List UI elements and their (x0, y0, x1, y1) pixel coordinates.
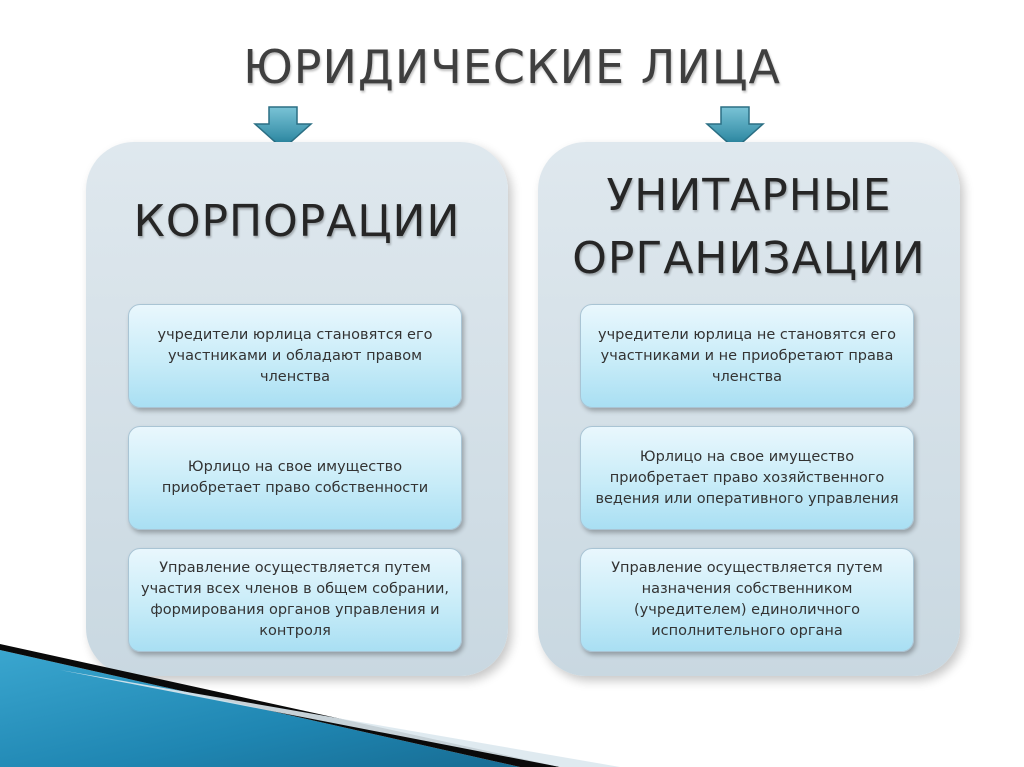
unitary-heading-line-2: ОРГАНИЗАЦИИ (572, 233, 926, 285)
card-text: Управление осуществляется путем назначен… (611, 560, 883, 639)
unitary-card-founders: учредители юрлица не становятся его учас… (580, 304, 914, 408)
corporations-panel: КОРПОРАЦИИ учредители юрлица становятся … (86, 142, 508, 676)
slide-title: ЮРИДИЧЕСКИЕ ЛИЦА (243, 40, 781, 94)
card-text: Юрлицо на свое имущество приобретает пра… (161, 459, 429, 496)
unitary-card-management: Управление осуществляется путем назначен… (580, 548, 914, 652)
corporations-heading-line: КОРПОРАЦИИ (133, 196, 461, 247)
card-text: учредители юрлица становятся его участни… (157, 326, 433, 385)
unitary-organizations-panel: УНИТАРНЫЕ ОРГАНИЗАЦИИ учредители юрлица … (538, 142, 960, 676)
unitary-organizations-heading: УНИТАРНЫЕ ОРГАНИЗАЦИИ (538, 164, 960, 291)
corporations-card-management: Управление осуществляется путем участия … (128, 548, 462, 652)
card-text: учредители юрлица не становятся его учас… (598, 326, 896, 385)
arrow-down-icon-left-shape (253, 106, 313, 150)
corporations-heading: КОРПОРАЦИИ (86, 196, 508, 249)
card-text: Управление осуществляется путем участия … (140, 560, 449, 639)
arrow-down-icon (253, 106, 313, 150)
corporations-card-founders: учредители юрлица становятся его участни… (128, 304, 462, 408)
arrow-down-icon (705, 106, 765, 150)
corner-decoration (0, 640, 1024, 767)
corporations-card-property: Юрлицо на свое имущество приобретает пра… (128, 426, 462, 530)
unitary-heading-line-1: УНИТАРНЫЕ (606, 170, 892, 221)
card-text: Юрлицо на свое имущество приобретает пра… (595, 448, 899, 507)
corner-decoration-shape (0, 644, 620, 767)
arrow-down-icon-right-shape (705, 106, 765, 150)
unitary-card-property: Юрлицо на свое имущество приобретает пра… (580, 426, 914, 530)
